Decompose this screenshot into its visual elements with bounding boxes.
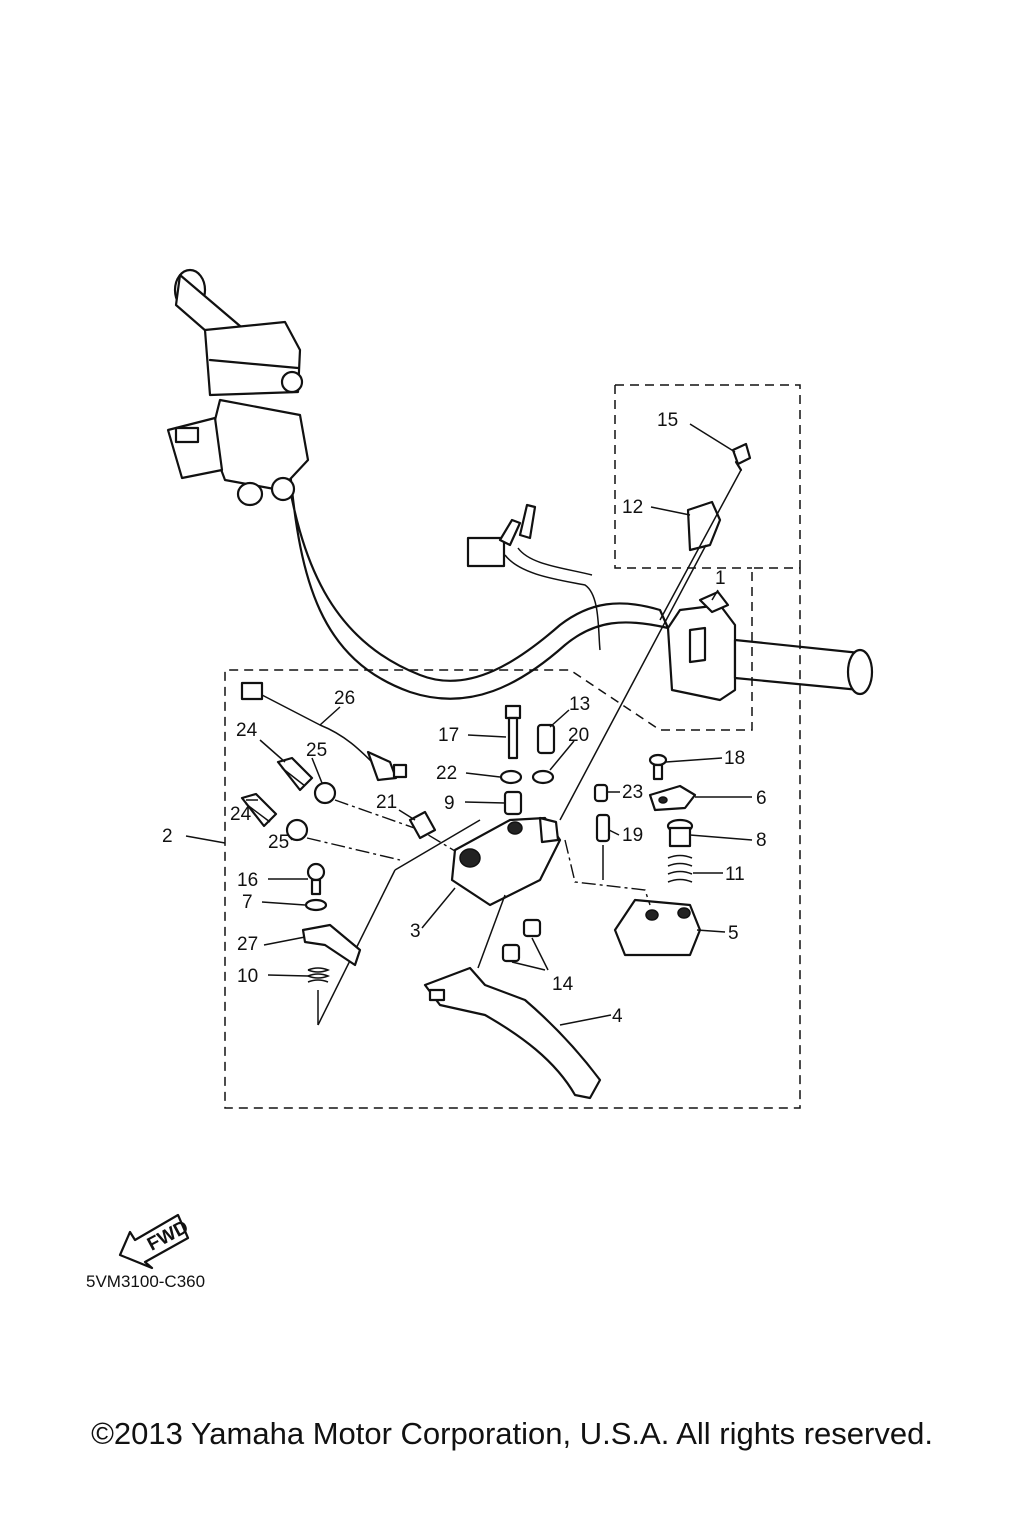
plate-6: [648, 784, 697, 812]
callout-24-lower: 24: [230, 804, 252, 825]
adjuster-24-upper: [276, 756, 314, 792]
callout-25-lower: 25: [268, 832, 289, 853]
callout-22: 22: [436, 763, 457, 784]
callout-5: 5: [728, 923, 739, 944]
callout-16: 16: [237, 870, 258, 891]
pin-23: [593, 783, 609, 803]
callout-9: 9: [444, 793, 455, 814]
callout-6: 6: [756, 788, 767, 809]
spring-10: [307, 967, 331, 983]
nut-14-left: [501, 943, 521, 963]
nut-14-right: [522, 918, 542, 938]
washer-22: [499, 769, 523, 785]
brake-switch-26: [240, 681, 408, 782]
fwd-arrow-icon: FWD: [118, 1213, 192, 1270]
callout-18: 18: [724, 748, 745, 769]
lever-holder-3: [450, 816, 562, 907]
leader-lines: [185, 423, 753, 1026]
copyright-notice: ©2013 Yamaha Motor Corporation, U.S.A. A…: [91, 1416, 933, 1451]
knuckle-5: [613, 898, 702, 957]
callout-1: 1: [715, 568, 726, 589]
bolt-17: [504, 704, 522, 760]
upper-group-outline: [224, 384, 801, 1109]
callout-25-upper: 25: [306, 740, 327, 761]
nut-25-lower: [285, 818, 309, 842]
clamp-12: [686, 500, 722, 552]
left-master-cylinder-assembly: [166, 268, 310, 507]
screw-15: [731, 442, 752, 472]
spring-11: [667, 854, 693, 883]
nut-25-upper: [313, 781, 337, 805]
callout-11: 11: [725, 864, 745, 885]
screw-18: [648, 753, 668, 781]
brake-lever-4: [423, 966, 602, 1100]
washer-20: [531, 769, 555, 785]
grommet-21: [408, 810, 437, 840]
callout-21: 21: [376, 792, 397, 813]
callout-17: 17: [438, 725, 459, 746]
right-handlebar-switch: [666, 590, 874, 702]
diagram-code: 5VM3100-C360: [86, 1272, 206, 1291]
wire-harness: [466, 503, 601, 651]
handlebar: [283, 458, 670, 700]
callout-23: 23: [622, 782, 643, 803]
collar-9: [503, 790, 523, 816]
plate-27: [301, 923, 362, 967]
washer-7: [304, 898, 328, 912]
callout-27: 27: [237, 934, 258, 955]
adjuster-24-lower: [240, 792, 278, 828]
callout-20: 20: [568, 725, 589, 746]
pin-19: [595, 813, 611, 843]
callout-7: 7: [242, 892, 253, 913]
callout-12: 12: [622, 497, 643, 518]
callout-15: 15: [657, 410, 678, 431]
switch-group-outline: [614, 385, 752, 569]
callout-19: 19: [622, 825, 643, 846]
callout-8: 8: [756, 830, 767, 851]
callout-3: 3: [410, 921, 421, 942]
callout-13: 13: [569, 694, 590, 715]
callout-2: 2: [162, 826, 173, 847]
callout-10: 10: [237, 966, 258, 987]
pivot-13: [536, 723, 556, 755]
adjuster-8: [666, 818, 694, 848]
callout-4: 4: [612, 1006, 623, 1027]
callout-24-upper: 24: [236, 720, 258, 741]
callout-26: 26: [334, 688, 355, 709]
screw-16: [306, 862, 326, 896]
callout-14: 14: [552, 974, 574, 995]
